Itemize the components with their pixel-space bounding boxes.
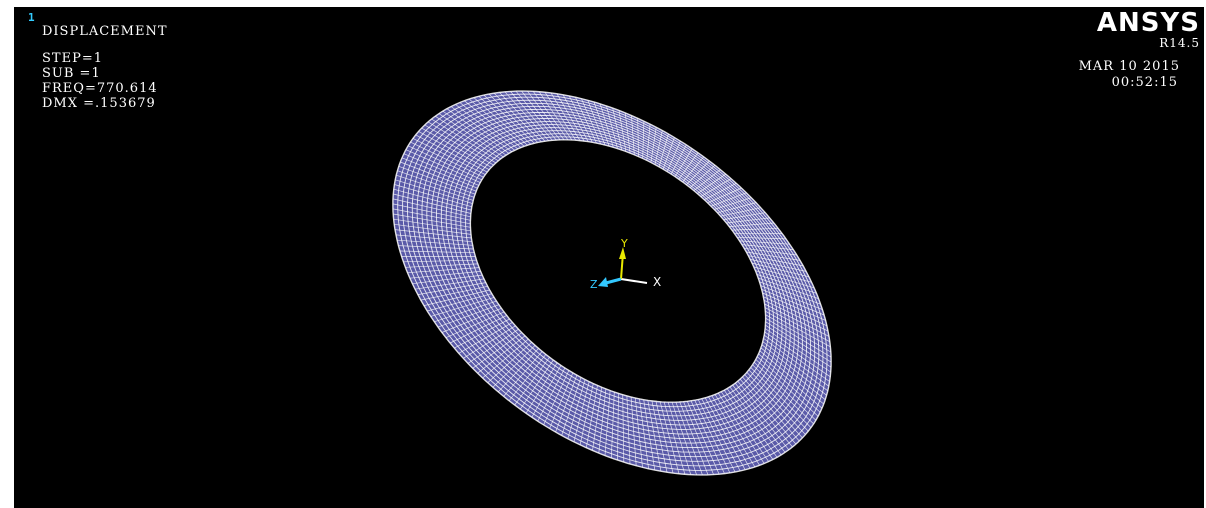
date-label: MAR 10 2015 <box>1078 59 1180 74</box>
brand-block: ANSYS R14.5 <box>1097 10 1200 50</box>
triad-y-arrow <box>619 247 626 259</box>
plot-title: DISPLACEMENT <box>42 24 168 39</box>
triad-x-label: X <box>653 275 661 289</box>
ansys-logo: ANSYS <box>1096 8 1200 38</box>
substep-label: SUB =1 <box>42 66 101 81</box>
ring-inner-hole <box>471 140 765 402</box>
triad-z-label: Z <box>590 278 598 291</box>
triad-z-arrow <box>598 277 608 287</box>
triad-x-axis <box>620 278 648 284</box>
triad-y-label: Y <box>620 237 628 250</box>
datetime-block: MAR 10 2015 00:52:15 <box>1079 59 1180 91</box>
plot-info-block: DISPLACEMENT STEP=1 SUB =1 FREQ=770.614 … <box>42 25 168 112</box>
step-label: STEP=1 <box>42 51 103 66</box>
ring-mesh-plot: X Y Z <box>392 90 832 476</box>
ring-mesh <box>392 90 832 476</box>
mesh-radial-lines <box>392 90 832 476</box>
max-displacement-label: DMX =.153679 <box>42 96 156 111</box>
graphics-viewport[interactable]: X Y Z 1 DISPLACEMENT STEP=1 SUB =1 FREQ=… <box>14 7 1204 508</box>
time-label: 00:52:15 <box>1111 75 1178 90</box>
version-label: R14.5 <box>1159 36 1200 50</box>
window-number: 1 <box>28 11 35 24</box>
coordinate-triad: X Y Z <box>590 237 661 291</box>
frequency-label: FREQ=770.614 <box>42 81 158 96</box>
